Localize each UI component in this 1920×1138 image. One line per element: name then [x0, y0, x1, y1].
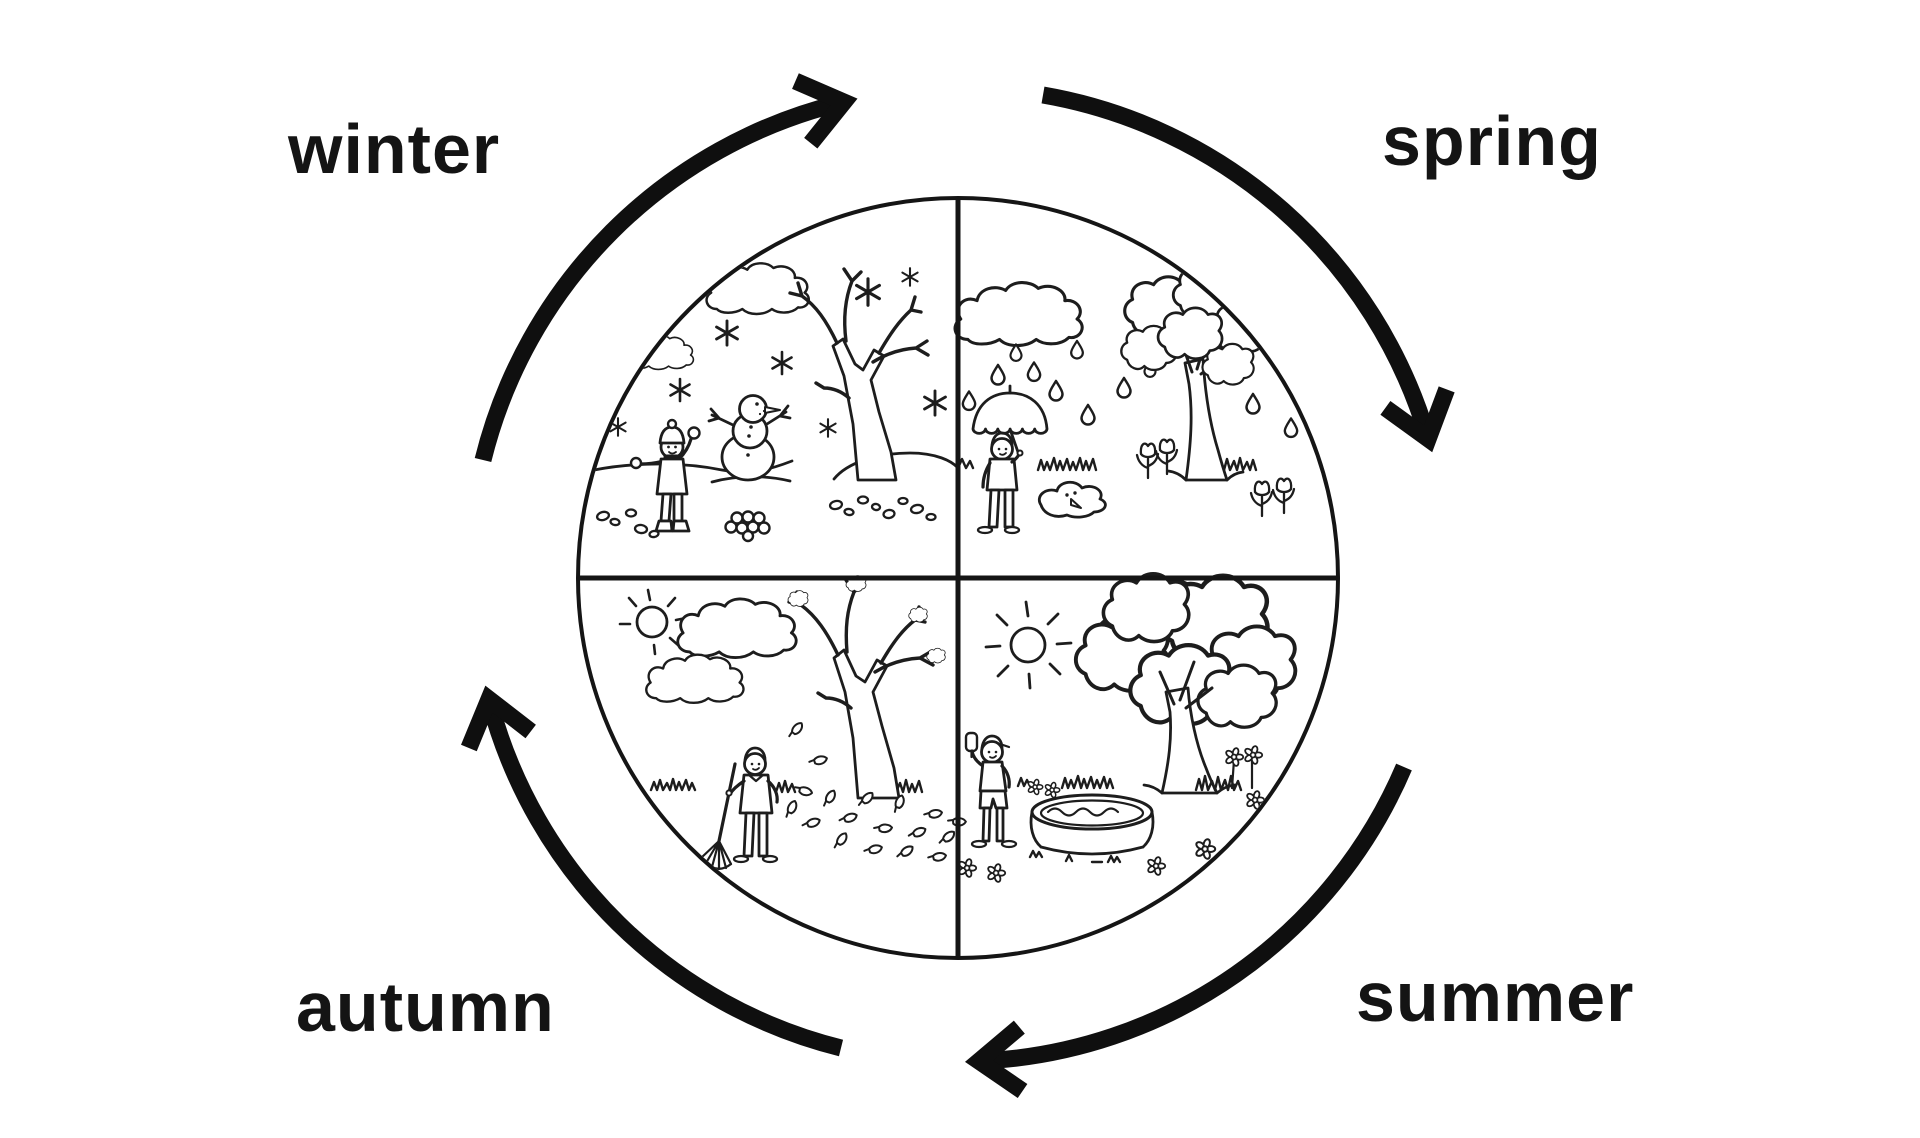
label-spring: spring	[1382, 102, 1602, 180]
person-with-umbrella-icon	[971, 384, 1049, 535]
winter-scene	[592, 262, 960, 543]
budding-tree-icon	[1120, 262, 1277, 482]
seasons-scenes	[592, 262, 1300, 884]
arrow-autumn-to-winter	[461, 685, 844, 1057]
bare-tree-icon	[788, 267, 930, 482]
arrow-spring-to-summer	[1041, 86, 1455, 453]
paddling-pool-icon	[1029, 793, 1155, 856]
snowman-icon	[707, 394, 792, 482]
spring-scene	[953, 262, 1299, 535]
person-raking-icon	[725, 746, 779, 864]
tree-shedding-leaves-icon	[787, 575, 946, 800]
stones-icon	[595, 495, 937, 539]
snowball-pile-icon	[724, 510, 771, 543]
cloud-icon	[645, 653, 745, 705]
label-summer: summer	[1356, 958, 1635, 1036]
cloud-icon	[705, 262, 811, 316]
arrow-summer-to-autumn	[964, 763, 1412, 1099]
cloud-icon	[676, 597, 798, 660]
label-autumn: autumn	[296, 968, 555, 1046]
seasons-wheel	[576, 196, 1340, 960]
sun-icon	[618, 588, 688, 656]
autumn-scene	[618, 575, 968, 871]
rain-cloud-icon	[953, 281, 1084, 348]
sun-icon	[984, 600, 1073, 690]
arrow-winter-to-spring	[474, 73, 858, 463]
person-with-popsicle-icon	[964, 731, 1018, 849]
melting-snowman-puddle-icon	[1038, 480, 1107, 519]
leafy-tree-icon	[1073, 571, 1298, 795]
child-throwing-snowball-icon	[629, 418, 701, 533]
snow-ground	[592, 451, 960, 484]
rake-icon	[699, 762, 737, 871]
summer-scene	[956, 571, 1300, 884]
flower-icon	[956, 744, 1300, 884]
label-winter: winter	[288, 110, 501, 188]
cycle-arrows	[461, 73, 1455, 1099]
